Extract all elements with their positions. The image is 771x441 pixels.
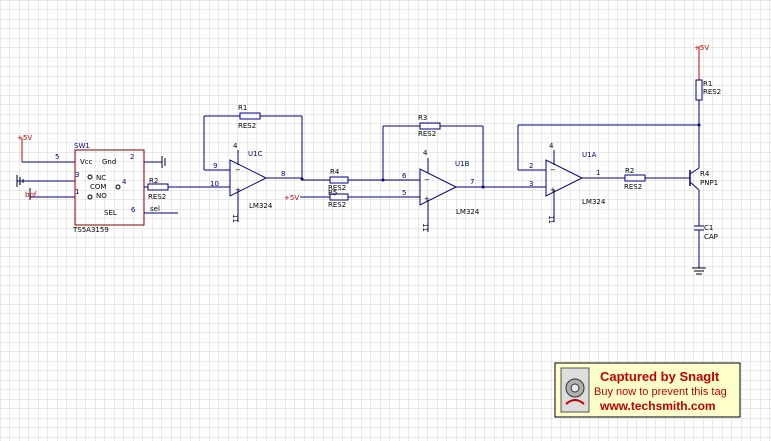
svg-text:U1A: U1A: [582, 151, 597, 159]
svg-text:R5: R5: [328, 189, 337, 197]
opamp-u1a: − + U1A LM324 2 3 1 11 4: [517, 124, 699, 224]
resistor-r2-output: R2 RES2: [624, 167, 690, 191]
svg-text:RES2: RES2: [148, 193, 166, 201]
svg-text:2: 2: [529, 162, 533, 170]
svg-text:R2: R2: [149, 177, 158, 185]
svg-text:+5V: +5V: [694, 44, 709, 52]
bpf-label: bpf: [25, 191, 37, 199]
svg-text:−: −: [235, 166, 241, 174]
svg-text:10: 10: [210, 180, 219, 188]
opamp-u1b: − + U1B LM324 6 5 7 11 4 R3 RES2: [382, 114, 518, 232]
svg-text:6: 6: [131, 206, 136, 214]
svg-text:4: 4: [423, 149, 428, 157]
svg-text:7: 7: [470, 178, 474, 186]
power-mid: +5V: [284, 194, 330, 202]
svg-text:2: 2: [130, 153, 134, 161]
svg-text:CAP: CAP: [704, 233, 718, 241]
svg-text:R1: R1: [238, 104, 247, 112]
resistors-r4-r5: R4 RES2 R5 RES2: [328, 168, 420, 209]
sw1-ref: SW1: [74, 142, 90, 150]
svg-text:5: 5: [402, 189, 406, 197]
svg-text:U1C: U1C: [248, 150, 263, 158]
svg-text:4: 4: [233, 142, 238, 150]
resistor-r1-top: R1 RES2: [695, 79, 721, 168]
sel-net-label: sel: [150, 205, 160, 213]
svg-text:+5V: +5V: [284, 194, 299, 202]
power-left-label: +5V: [17, 134, 32, 142]
sw1-pin-gnd: Gnd: [102, 158, 116, 166]
svg-text:4: 4: [122, 178, 127, 186]
svg-text:−: −: [424, 176, 430, 184]
svg-text:1: 1: [596, 169, 600, 177]
svg-text:RES2: RES2: [624, 183, 642, 191]
svg-text:5: 5: [55, 153, 59, 161]
svg-text:11: 11: [547, 215, 555, 224]
svg-text:6: 6: [402, 172, 407, 180]
svg-text:LM324: LM324: [582, 198, 606, 206]
svg-text:PNP1: PNP1: [700, 179, 718, 187]
sw1-pin-vcc: Vcc: [80, 158, 93, 166]
svg-text:R4: R4: [700, 170, 710, 178]
bpf-input: bpf: [25, 188, 75, 200]
ground-left: [16, 175, 75, 187]
switch-sw1: SW1 TS5A3159 Vcc Gnd NC COM NO SEL 5 2 3…: [55, 142, 178, 234]
snagit-logo-icon: [560, 367, 590, 413]
svg-text:+: +: [424, 195, 430, 203]
snagit-subtitle: Buy now to prevent this tag: [594, 386, 727, 398]
svg-text:1: 1: [75, 188, 79, 196]
svg-text:4: 4: [549, 142, 554, 150]
svg-text:9: 9: [213, 162, 217, 170]
snagit-tag[interactable]: Captured by SnagIt Buy now to prevent th…: [554, 362, 741, 418]
transistor-pnp: R4 PNP1: [689, 167, 718, 226]
svg-text:R1: R1: [703, 80, 712, 88]
power-left: +5V: [17, 134, 75, 163]
svg-text:C1: C1: [704, 224, 713, 232]
svg-text:3: 3: [529, 180, 533, 188]
svg-text:R2: R2: [625, 167, 634, 175]
svg-text:R4: R4: [330, 168, 340, 176]
opamp-u1c: − + U1C LM324 9 10 8 11 4 R1 RES2: [203, 104, 330, 223]
resistor-r2-switch: R2 RES2: [144, 177, 230, 201]
svg-text:RES2: RES2: [328, 184, 346, 192]
svg-text:8: 8: [281, 170, 285, 178]
sw1-pin-sel: SEL: [104, 209, 117, 217]
svg-text:U1B: U1B: [455, 160, 470, 168]
svg-text:R3: R3: [418, 114, 427, 122]
svg-text:RES2: RES2: [238, 122, 256, 130]
capacitor-c1: C1 CAP: [694, 224, 718, 268]
snagit-url: www.techsmith.com: [599, 399, 716, 413]
sw1-part: TS5A3159: [72, 226, 109, 234]
svg-text:+: +: [550, 186, 556, 194]
svg-text:RES2: RES2: [703, 88, 721, 96]
svg-text:LM324: LM324: [456, 208, 480, 216]
power-top: +5V: [694, 44, 709, 80]
svg-text:11: 11: [421, 223, 429, 232]
svg-text:3: 3: [75, 171, 79, 179]
sw1-pin-com: COM: [90, 183, 106, 191]
sw1-pin-nc: NC: [96, 174, 106, 182]
svg-text:LM324: LM324: [249, 202, 273, 210]
svg-text:RES2: RES2: [418, 130, 436, 138]
svg-text:11: 11: [231, 214, 239, 223]
snagit-title: Captured by SnagIt: [600, 369, 720, 384]
ground-right: [692, 267, 706, 275]
svg-text:RES2: RES2: [328, 201, 346, 209]
sw1-pin-no: NO: [96, 192, 107, 200]
svg-text:−: −: [550, 166, 556, 174]
